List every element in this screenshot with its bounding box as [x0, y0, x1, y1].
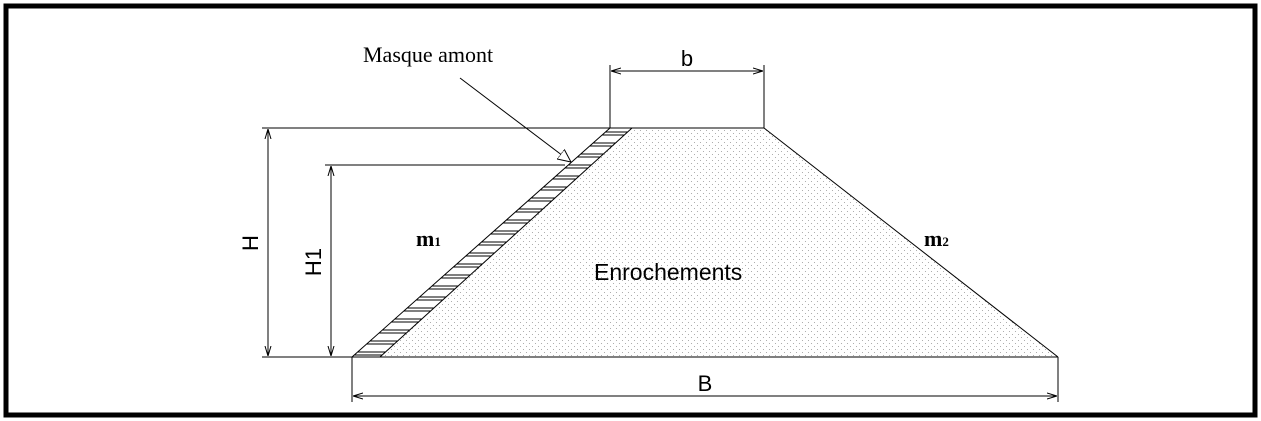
- height-label: H: [238, 235, 263, 251]
- masque-amont-label: Masque amont: [363, 42, 493, 67]
- bottom-width-label: B: [698, 371, 713, 396]
- slope-upstream-base: m: [416, 226, 434, 251]
- downstream-face: [763, 127, 1059, 358]
- slope-downstream-base: m: [924, 226, 942, 251]
- slope-downstream-label: m2: [924, 226, 949, 251]
- outer-border: [3, 3, 1258, 418]
- top-width-label: b: [681, 46, 693, 71]
- mask-hatch-marks: [354, 131, 628, 356]
- masque-leader-arrow: [459, 77, 571, 162]
- slope-upstream-label: m1: [416, 226, 441, 251]
- water-height-label: H1: [301, 248, 326, 276]
- slope-upstream-sub: 1: [434, 234, 441, 249]
- material-label: Enrochements: [594, 259, 742, 285]
- dam-body-fill: [352, 128, 1058, 357]
- slope-downstream-sub: 2: [942, 234, 949, 249]
